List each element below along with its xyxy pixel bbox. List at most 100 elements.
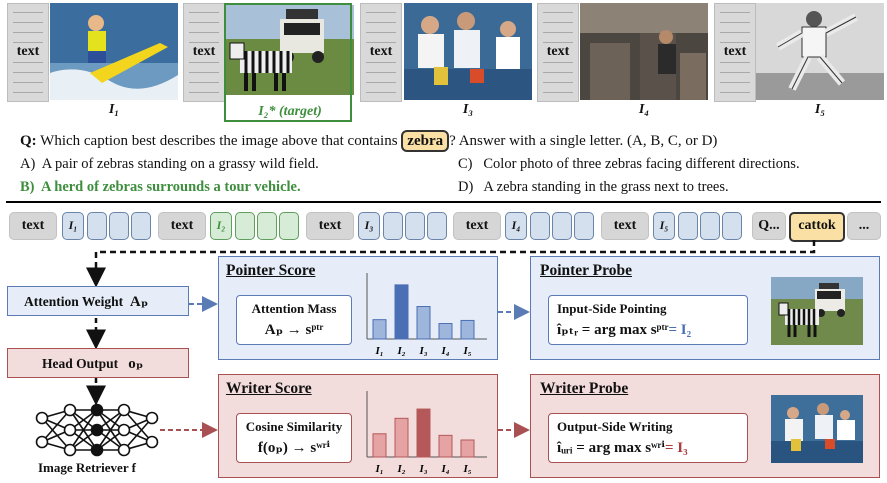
writer-formula: f(oₚ) → sʷʳⁱ (257, 440, 331, 456)
writer-bar-1 (372, 433, 387, 458)
image-2 (226, 5, 354, 95)
zebra-keyword: zebra (401, 130, 450, 152)
question: Q: Which caption best describes the imag… (20, 130, 717, 152)
card-line (720, 12, 750, 13)
pointer-tick-label-3: I₃ (418, 345, 427, 357)
writer-score-title: Writer Score (226, 380, 312, 397)
option-c: C) Color photo of three zebras facing di… (458, 156, 800, 173)
card-line (720, 62, 750, 63)
ellipsis-token: ... (847, 212, 881, 240)
pointer-bar-2 (394, 284, 409, 340)
pointer-bar-1 (372, 319, 387, 340)
writer-probe-formula: îᵤᵣᵢ = arg max sʷʳⁱ (557, 440, 665, 456)
card-line (543, 82, 573, 83)
pointer-probe-result: = I₂ (668, 322, 692, 338)
image-5 (756, 3, 884, 100)
image-patch-token (405, 212, 425, 240)
text-card: text (537, 3, 579, 102)
image-2-label: I₂* (target) (258, 104, 322, 119)
card-line (189, 32, 219, 33)
image-4 (580, 3, 708, 100)
image-retriever-label: Image Retriever f (38, 460, 136, 475)
card-line (366, 42, 396, 43)
pointer-probe-formula: îₚₜᵣ = arg max sᵖᵗʳ (557, 322, 669, 338)
image-patch-token (700, 212, 720, 240)
card-line (189, 42, 219, 43)
pointer-probe-title: Pointer Probe (540, 262, 632, 279)
writer-probe-title: Writer Probe (540, 380, 629, 397)
text-card-label: text (538, 44, 578, 60)
option-b-letter: B) (20, 179, 35, 195)
attention-weight-box: Attention Weight Aₚ (7, 286, 189, 316)
pointer-score-title: Pointer Score (226, 262, 316, 279)
writer-bar-5 (460, 439, 475, 458)
text-token: text (158, 212, 206, 240)
image-patch-token (257, 212, 277, 240)
pointer-formula: Aₚ → sᵖᵗʳ (264, 322, 324, 338)
option-b-text: A herd of zebras surrounds a tour vehicl… (40, 179, 301, 195)
card-line (13, 92, 43, 93)
pointer-score-panel: Pointer Score Attention Mass Aₚ → sᵖᵗʳ I… (218, 256, 498, 360)
card-line (13, 82, 43, 83)
image-1-label: I₁ (108, 102, 120, 117)
pointer-tick-label-1: I₁ (374, 345, 383, 357)
card-line (720, 72, 750, 73)
writer-tick-label-4: I₄ (440, 463, 449, 475)
text-card-label: text (8, 44, 48, 60)
image-patch-token (552, 212, 572, 240)
image-patch-token (678, 212, 698, 240)
card-line (189, 72, 219, 73)
pointer-bar-4 (438, 323, 453, 340)
card-line (543, 22, 573, 23)
image-1 (50, 3, 178, 100)
card-line (189, 82, 219, 83)
option-a: A) A pair of zebras standing on a grassy… (20, 156, 319, 173)
attention-weight-label: Attention Weight (24, 294, 124, 309)
writer-bar-2 (394, 417, 409, 458)
option-d-text: A zebra standing in the grass next to tr… (483, 179, 729, 195)
card-line (189, 22, 219, 23)
output-side-writing-label: Output-Side Writing (557, 419, 673, 434)
card-line (720, 92, 750, 93)
question-prefix: Q: (20, 133, 37, 149)
pointer-tick-label-4: I₄ (440, 345, 449, 357)
output-side-writing-box: Output-Side Writing îᵤᵣᵢ = arg max sʷʳⁱ=… (548, 413, 748, 463)
writer-bar-4 (438, 434, 453, 458)
writer-tick-label-5: I₅ (462, 463, 471, 475)
card-line (543, 42, 573, 43)
text-token: text (9, 212, 57, 240)
writer-tick-label-3: I₃ (418, 463, 427, 475)
q-token: Q... (752, 212, 786, 240)
writer-probe-image (771, 395, 863, 463)
card-line (13, 72, 43, 73)
text-card: text (183, 3, 225, 102)
card-line (13, 22, 43, 23)
image-token-2: I₂ (210, 212, 232, 240)
text-token: text (453, 212, 501, 240)
text-card-label: text (361, 44, 401, 60)
image-patch-token (235, 212, 255, 240)
card-line (543, 12, 573, 13)
input-side-pointing-box: Input-Side Pointing îₚₜᵣ = arg max sᵖᵗʳ=… (548, 295, 748, 345)
pointer-bar-3 (416, 306, 431, 340)
option-c-letter: C) (458, 156, 473, 172)
option-d-letter: D) (458, 179, 474, 195)
card-line (720, 32, 750, 33)
writer-score-panel: Writer Score Cosine Similarity f(oₚ) → s… (218, 374, 498, 478)
text-card: text (714, 3, 756, 102)
card-line (366, 72, 396, 73)
image-token-5: I₅ (653, 212, 675, 240)
attention-symbol: Aₚ (129, 294, 149, 310)
image-5-label: I₅ (814, 102, 826, 117)
attention-mass-label: Attention Mass (251, 301, 337, 316)
card-line (366, 12, 396, 13)
writer-probe-result: = I₃ (664, 440, 688, 456)
head-output-label: Head Output (42, 356, 119, 371)
cosine-similarity-label: Cosine Similarity (245, 419, 343, 434)
cattok-token: cattok (789, 212, 845, 242)
writer-tick-label-2: I₂ (396, 463, 405, 475)
option-a-text: A pair of zebras standing on a grassy wi… (41, 156, 319, 172)
image-patch-token (530, 212, 550, 240)
image-4-label: I₄ (638, 102, 650, 117)
